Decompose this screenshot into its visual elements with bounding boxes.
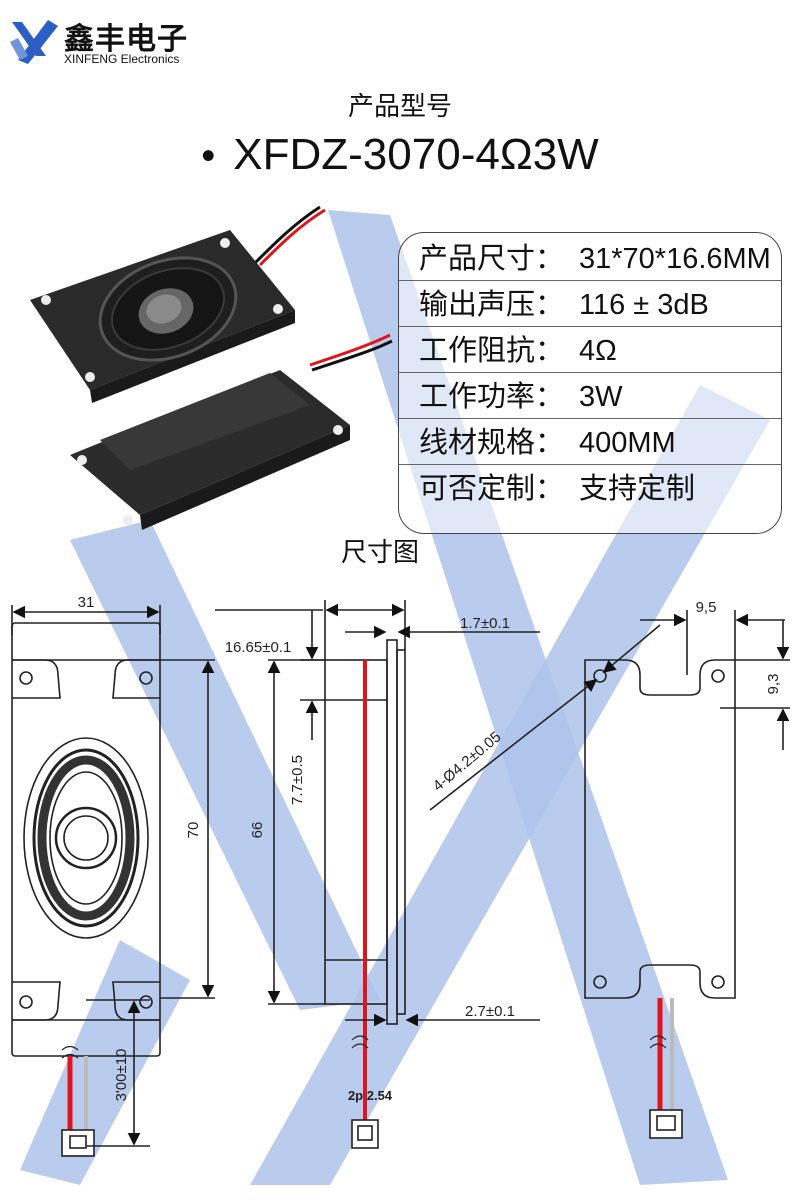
spec-value: 116 ± 3dB <box>579 289 709 321</box>
spec-row: 可否定制： 支持定制 <box>399 465 781 511</box>
spec-key: 产品尺寸： <box>419 241 565 275</box>
model-name-text: XFDZ-3070-4Ω3W <box>233 130 599 179</box>
spec-key: 线材规格： <box>419 425 565 459</box>
spec-row: 工作阻抗： 4Ω <box>399 327 781 373</box>
spec-key: 工作功率： <box>419 379 565 413</box>
drawing-title: 尺寸图 <box>340 538 419 568</box>
spec-row: 产品尺寸： 31*70*16.6MM <box>399 235 781 281</box>
brand-logo: 鑫丰电子 XINFENG Electronics <box>8 14 208 70</box>
dim-holes: 4-Ø4.2±0.05 <box>430 728 505 795</box>
dim-hole-y: 9,3 <box>765 674 782 695</box>
brand-name-en: XINFENG Electronics <box>64 52 180 66</box>
spec-value: 3W <box>579 381 623 413</box>
spec-value: 4Ω <box>579 335 617 367</box>
spec-row: 输出声压： 116 ± 3dB <box>399 281 781 327</box>
dim-wire: 3'00±10 <box>113 1049 130 1102</box>
spec-row: 工作功率： 3W <box>399 373 781 419</box>
spec-key: 工作阻抗： <box>419 333 565 367</box>
dim-mount-spacing: 66 <box>249 822 266 839</box>
product-photo <box>30 205 393 530</box>
dim-flange: 1.7±0.1 <box>460 615 510 632</box>
brand-name-cn: 鑫丰电子 <box>64 22 188 57</box>
spec-value: 31*70*16.6MM <box>579 243 771 275</box>
dim-connector: 2p 2.54 <box>348 1088 393 1103</box>
model-label: 产品型号 <box>347 92 452 122</box>
dim-hole-x: 9,5 <box>696 599 717 616</box>
side-view <box>215 600 540 1149</box>
spec-table: 产品尺寸： 31*70*16.6MM 输出声压： 116 ± 3dB 工作阻抗： 4Ω… <box>398 232 782 534</box>
spec-value: 400MM <box>579 427 676 459</box>
dim-offset: 7.7±0.5 <box>289 755 306 805</box>
bullet: • <box>201 134 216 178</box>
spec-key: 输出声压： <box>419 287 565 321</box>
spec-key: 可否定制： <box>419 471 565 505</box>
front-view <box>11 605 215 1157</box>
dim-width: 31 <box>78 594 95 611</box>
back-view <box>429 610 790 1139</box>
spec-row: 线材规格： 400MM <box>399 419 781 465</box>
model-name: • XFDZ-3070-4Ω3W <box>0 130 800 180</box>
dim-height: 70 <box>185 822 202 839</box>
dim-base: 2.7±0.1 <box>465 1003 515 1020</box>
xinfeng-logo-icon <box>10 20 58 64</box>
dim-depth: 16.65±0.1 <box>225 639 292 656</box>
spec-value: 支持定制 <box>579 473 696 505</box>
dimension-drawing: 31 70 3'00±10 16.65±0.1 1.7±0.1 66 7.7±0… <box>11 594 790 1157</box>
